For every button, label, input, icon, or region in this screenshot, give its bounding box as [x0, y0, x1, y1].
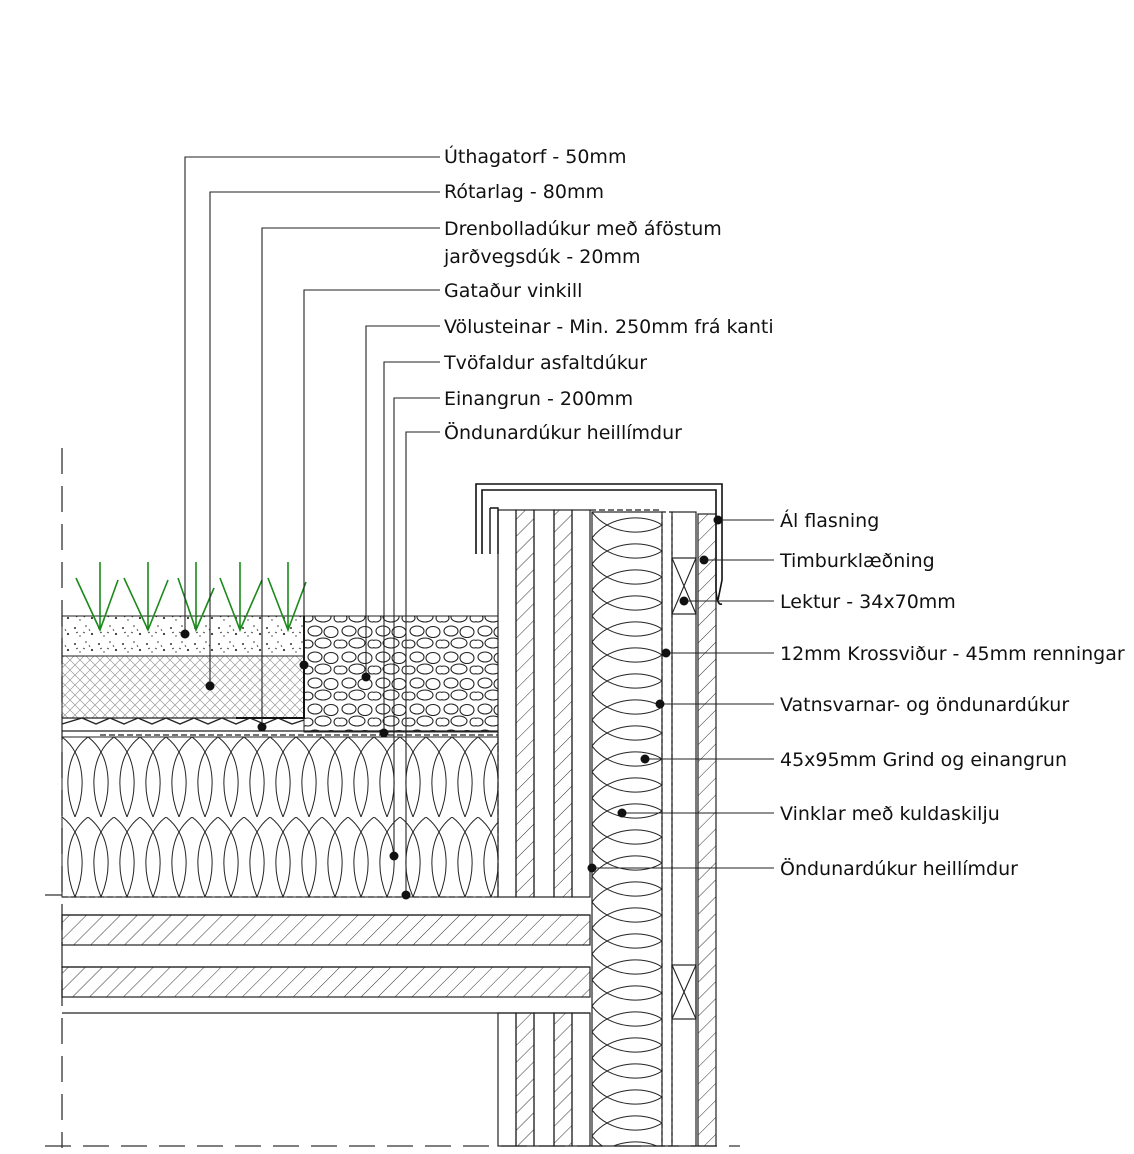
leader-dots — [180, 515, 723, 900]
label-plywood: 12mm Krossviður - 45mm renningar — [780, 643, 1125, 665]
label-timber-cladding: Timburklæðning — [779, 550, 935, 572]
label-turf: Úthagatorf - 50mm — [444, 144, 626, 168]
label-roof-breather-membrane: Öndunardúkur heillímdur — [444, 421, 682, 444]
grass-tufts — [75, 562, 307, 633]
roof-insulation — [61, 736, 499, 898]
parapet-wall — [475, 483, 723, 1147]
label-bitumen-membrane: Tvöfaldur asfaltdúkur — [443, 352, 647, 374]
labels-left: Úthagatorf - 50mm Rótarlag - 80mm Drenbo… — [443, 144, 774, 444]
alu-flashing — [475, 483, 723, 601]
label-weather-membrane: Vatnsvarnar- og öndunardúkur — [780, 694, 1069, 716]
label-alu-flashing: Ál flasning — [780, 509, 879, 532]
label-drainage-mat-line2: jarðvegsdúk - 20mm — [443, 246, 641, 268]
labels-right: Ál flasning Timburklæðning Lektur - 34x7… — [779, 509, 1125, 880]
label-wall-breather-membrane: Öndunardúkur heillímdur — [780, 857, 1018, 880]
label-roof-insulation: Einangrun - 200mm — [444, 388, 633, 410]
label-battens: Lektur - 34x70mm — [780, 591, 956, 613]
timber-cladding — [697, 513, 717, 1147]
label-frame-insulation: 45x95mm Grind og einangrun — [780, 749, 1067, 771]
pebble-layer — [303, 615, 499, 733]
drainage-mat — [61, 717, 305, 725]
wall-insulation — [591, 511, 663, 1147]
label-perforated-angle: Gataður vinkill — [444, 280, 582, 302]
label-root-layer: Rótarlag - 80mm — [444, 181, 604, 203]
root-layer — [61, 655, 305, 719]
label-brackets: Vinklar með kuldaskilju — [780, 803, 1000, 825]
green-roof-layers — [61, 615, 499, 898]
label-pebbles: Völusteinar - Min. 250mm frá kanti — [444, 316, 774, 338]
label-drainage-mat-line1: Drenbolladúkur með áföstum — [444, 218, 722, 240]
leader-lines — [184, 156, 774, 895]
floor-structure — [61, 914, 591, 1014]
